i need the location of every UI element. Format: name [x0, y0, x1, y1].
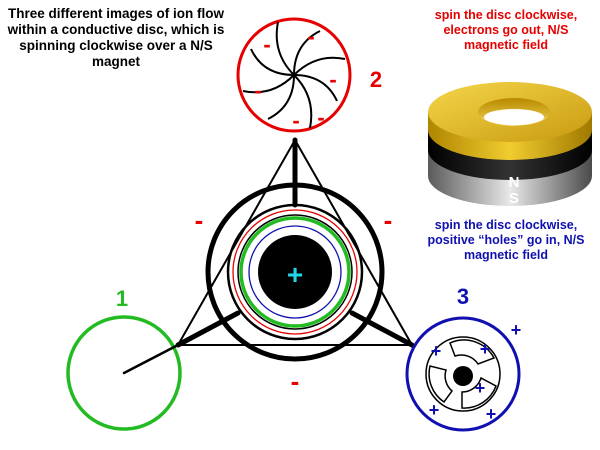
disc-1-outline	[66, 315, 182, 431]
magnet-hole-see-through	[484, 109, 544, 125]
holes-note: spin the disc clockwise, positive “holes…	[427, 218, 585, 262]
green-ring	[239, 216, 351, 328]
disc-3-segment	[428, 365, 454, 404]
spiral-arc	[293, 74, 313, 129]
disc-1-radius: 1	[66, 286, 182, 431]
mid-ring	[226, 203, 364, 341]
disc-2-minus: -	[254, 78, 261, 103]
disc-2-outline	[236, 17, 352, 133]
center-disc: +	[205, 182, 385, 362]
ring-magnet: N S	[428, 82, 592, 207]
disc-3-inner-ring	[425, 336, 501, 412]
magnet-south-label: S	[509, 190, 519, 207]
magnet-north-label: N	[509, 174, 520, 191]
center-charges: - - -	[195, 205, 393, 396]
label-1: 1	[116, 286, 128, 311]
outer-triangle	[177, 139, 413, 346]
minus-bottom: -	[291, 366, 300, 396]
outer-ring	[205, 182, 385, 362]
minus-right: -	[384, 205, 393, 235]
disc-3-outline	[405, 316, 521, 432]
center-plus-sign: +	[287, 259, 303, 290]
disc-2-minus: -	[263, 32, 270, 57]
disc-2-minus: -	[292, 108, 299, 133]
disc-3-plus: +	[486, 404, 497, 424]
disc-2-minus: -	[317, 105, 324, 130]
disc-3-plus: +	[511, 320, 522, 340]
disc-3-hub	[453, 366, 473, 386]
spiral-arc	[275, 21, 295, 76]
spiral-arc	[293, 30, 321, 76]
strut-right	[349, 310, 415, 348]
spiral-arc	[293, 74, 338, 102]
disc-3-plus: +	[480, 339, 491, 359]
disc-3-plus: +	[431, 341, 442, 361]
black-inner-ring	[237, 214, 353, 330]
label-2: 2	[370, 67, 382, 92]
strut-left	[175, 310, 241, 348]
label-3: 3	[457, 284, 469, 309]
disc-2-spiral: - - - - - - 2	[236, 17, 382, 133]
center-hub	[258, 235, 332, 309]
blue-ring	[248, 225, 342, 319]
minus-left: -	[195, 205, 204, 235]
disc-2-minus: -	[307, 24, 314, 49]
disc-3-segment	[449, 339, 496, 365]
red-ring	[232, 209, 358, 335]
disc-2-minus: -	[329, 67, 336, 92]
spiral-arc	[267, 74, 295, 120]
disc-3-segment	[461, 376, 497, 409]
disc-3-holes: + + + + + + 3	[405, 284, 522, 432]
spiral-arc	[250, 48, 295, 76]
disc-3-plus: +	[475, 378, 486, 398]
disc-3-plus: +	[429, 400, 440, 420]
spiral-arc	[242, 74, 295, 94]
diagram-title: Three different images of ion flow withi…	[7, 6, 225, 69]
disc-1-radius-line	[122, 343, 180, 375]
triangle-frame	[175, 137, 415, 348]
electrons-note: spin the disc clockwise, electrons go ou…	[434, 8, 578, 52]
spiral-arc	[293, 56, 346, 76]
